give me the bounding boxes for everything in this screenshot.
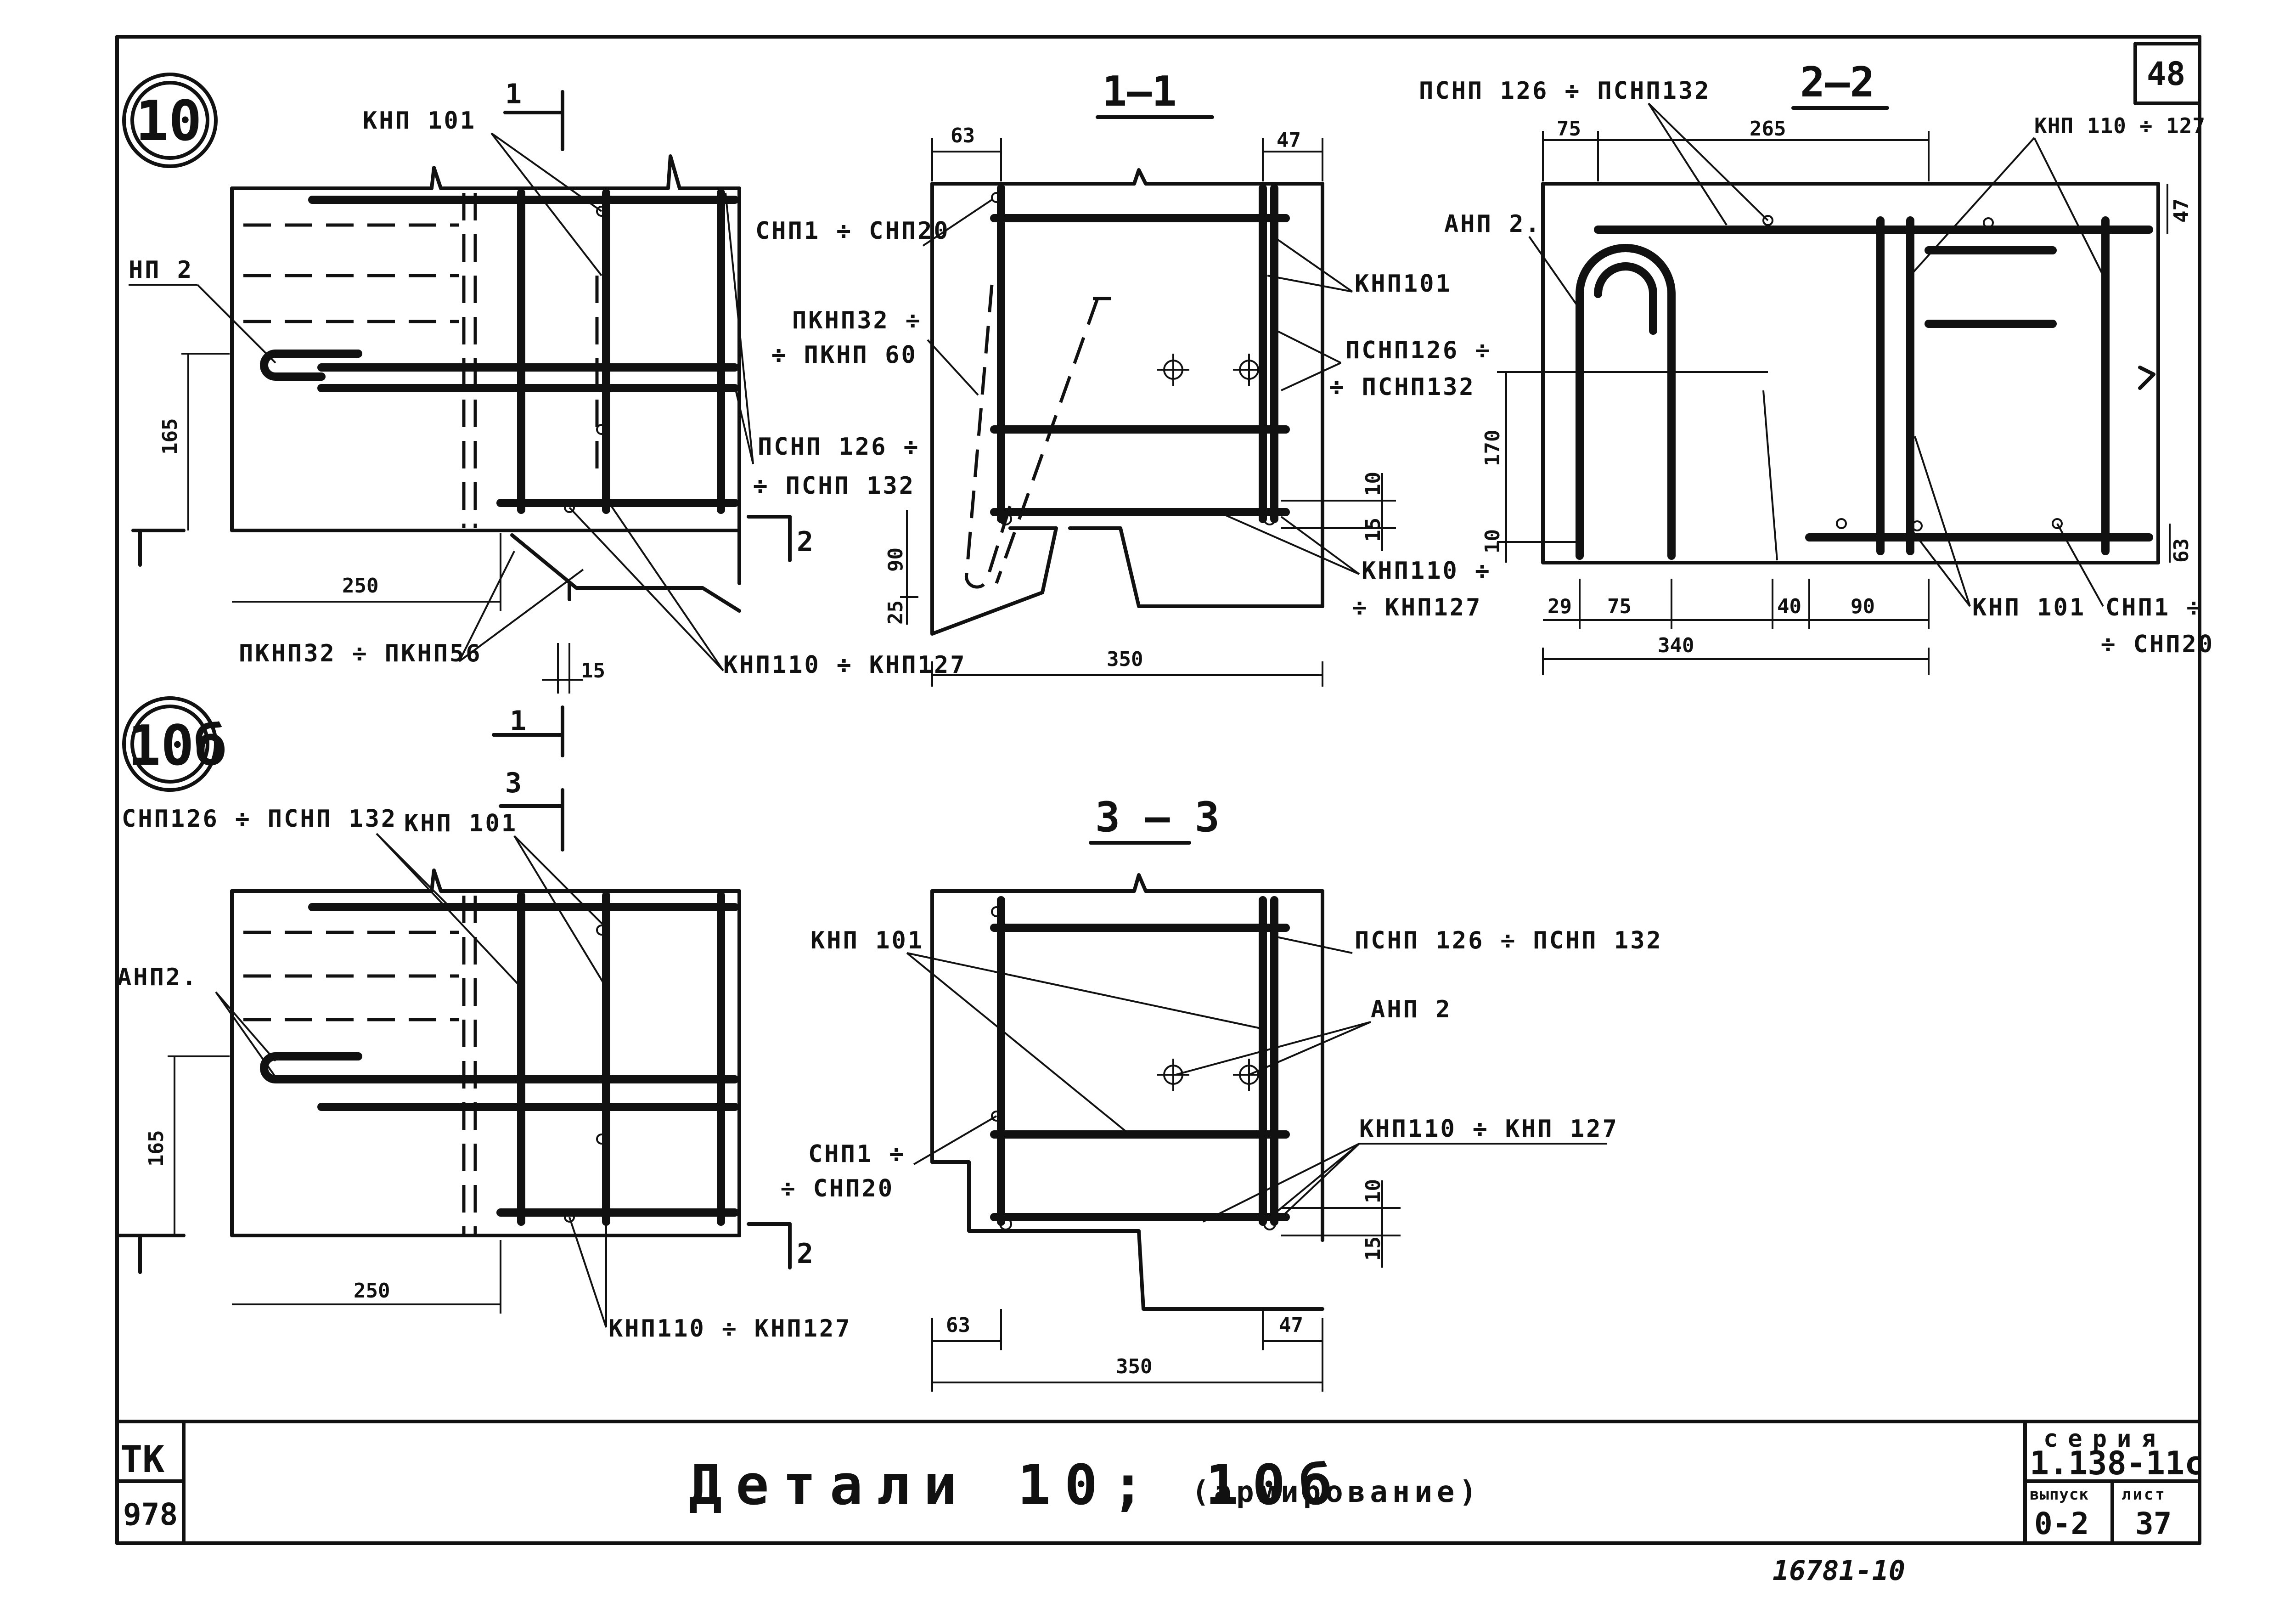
section-1-1-label-psnp: ПСНП126 ÷ [1345, 337, 1491, 364]
section-2-2-dim-63: 63 [2170, 538, 2193, 563]
detail-10b-dim-250: 250 [354, 1279, 390, 1303]
section-1-1-label-knp110: КНП110 ÷ [1362, 557, 1491, 585]
section-1-1-label-snp: СНП1 ÷ СНП20 [755, 217, 950, 245]
section-1-1-dim-25: 25 [884, 600, 907, 625]
section-1-1-dim-47: 47 [1277, 129, 1301, 152]
section-2-2-dim-29: 29 [1548, 595, 1572, 618]
detail-10b-section-ref-2: 2 [797, 1238, 813, 1270]
section-1-1-dim-63: 63 [951, 124, 975, 147]
section-2-2-dim-340: 340 [1658, 634, 1694, 657]
detail-10b-label-knp101: КНП 101 [404, 810, 518, 837]
detail-10b-section-ref-1: 1 [510, 705, 526, 737]
section-2-2-label-snp: СНП1 ÷ [2105, 594, 2203, 621]
section-1-1-dim-15: 15 [1362, 518, 1385, 542]
section-3-3-label-anp2: АНП 2 [1371, 996, 1452, 1023]
section-2-2-dim-40: 40 [1777, 595, 1801, 618]
detail-10-section-ref-1: 1 [505, 78, 522, 110]
detail-10-label-anp2: НП 2 [129, 256, 193, 284]
section-3-3-dim-63: 63 [946, 1314, 970, 1337]
section-3-3-label-knp110: КНП110 ÷ КНП 127 [1359, 1115, 1619, 1143]
section-1-1: 1—1 СНП1 ÷ СНП20 ПКНП32 ÷ ÷ ПКНП 60 КНП1… [755, 68, 1491, 687]
section-2-2: 2—2 ПСНП 126 ÷ ПСНП132 КНП 110 ÷ 127 АНП… [1419, 58, 2214, 675]
seriya-value: 1.138-11с [2030, 1444, 2204, 1482]
org-code: ТК [120, 1438, 164, 1481]
bottom-note: 16781-10 [1773, 1555, 1905, 1587]
detail-10b-label-psnp: СНП126 ÷ ПСНП 132 [122, 805, 397, 833]
detail-10-label-psnp: ПСНП 126 ÷ [758, 433, 920, 461]
detail-10b-label-anp2: АНП2. [117, 964, 198, 991]
section-1-1-dim-350: 350 [1107, 648, 1143, 671]
detail-10-marker: 10 [135, 90, 202, 153]
section-3-3-label-knp101: КНП 101 [810, 927, 924, 954]
detail-10-dim-15: 15 [581, 659, 605, 683]
section-1-1-label-psnp-cont: ÷ ПСНП132 [1329, 373, 1475, 401]
detail-10-label-knp101: КНП 101 [363, 107, 476, 135]
org-number: 978 [123, 1497, 178, 1532]
section-2-2-dim-75: 75 [1557, 117, 1581, 141]
vypusk-value: 0-2 [2034, 1506, 2089, 1541]
section-3-3: 3 — 3 КНП 101 ПСНП 126 ÷ ПСНП 132 АНП 2 … [781, 793, 1663, 1392]
drawing-title: Детали 10; 10б [689, 1454, 1346, 1517]
section-2-2-dim-47: 47 [2170, 198, 2193, 223]
section-3-3-dim-15: 15 [1362, 1236, 1385, 1261]
section-3-3-label-snp-cont: ÷ СНП20 [781, 1175, 894, 1202]
section-3-3-label-snp: СНП1 ÷ [808, 1140, 906, 1168]
title-block: ТК 978 Детали 10; 10б (армирование) сери… [115, 1420, 2204, 1545]
section-3-3-dim-350: 350 [1116, 1355, 1152, 1378]
section-1-1-label-pknp: ПКНП32 ÷ [792, 307, 922, 334]
sheet-frame: 48 [115, 35, 2201, 1545]
section-3-3-label-psnp: ПСНП 126 ÷ ПСНП 132 [1355, 927, 1663, 954]
detail-10-label-psnp-cont: ÷ ПСНП 132 [753, 472, 915, 500]
section-3-3-title: 3 — 3 [1095, 793, 1220, 841]
section-1-1-dim-10: 10 [1362, 472, 1385, 496]
section-2-2-label-knp110: КНП 110 ÷ 127 [2034, 113, 2206, 138]
section-2-2-label-psnp: ПСНП 126 ÷ ПСНП132 [1419, 77, 1711, 105]
detail-10b-label-knp110: КНП110 ÷ КНП127 [608, 1315, 852, 1343]
vypusk-label: выпуск [2030, 1485, 2089, 1504]
section-2-2-label-knp101: КНП 101 [1972, 594, 2086, 621]
list-value: 37 [2135, 1506, 2172, 1541]
detail-10-label-pknp: ПКНП32 ÷ ПКНП56 [239, 640, 482, 667]
section-1-1-dim-90: 90 [884, 547, 907, 572]
detail-10b-section-ref-3: 3 [505, 767, 522, 799]
section-1-1-label-pknp-cont: ÷ ПКНП 60 [771, 341, 917, 369]
section-3-3-dim-10: 10 [1362, 1179, 1385, 1203]
section-1-1-label-knp101: КНП101 [1355, 270, 1452, 298]
section-3-3-dim-47: 47 [1279, 1314, 1303, 1337]
detail-10b-dim-165: 165 [145, 1130, 168, 1167]
section-1-1-label-knp110-cont: ÷ КНП127 [1352, 594, 1482, 621]
detail-10-section-ref-2: 2 [797, 526, 813, 558]
list-label: лист [2122, 1485, 2167, 1504]
section-2-2-dim-265: 265 [1750, 117, 1786, 141]
detail-10-dim-250: 250 [342, 574, 378, 598]
seriya-label: серия [2043, 1425, 2166, 1453]
section-2-2-title: 2—2 [1800, 58, 1875, 107]
section-2-2-label-snp-cont: ÷ СНП20 [2101, 631, 2214, 658]
detail-10b: 10б 1 3 СНП126 ÷ ПСНП 132 КНП 101 А [115, 696, 852, 1343]
section-2-2-dim-90: 90 [1851, 595, 1875, 618]
detail-10-dim-165: 165 [158, 418, 182, 455]
section-1-1-title: 1—1 [1102, 68, 1177, 116]
section-2-2-label-anp2: АНП 2. [1444, 210, 1542, 238]
detail-10-label-knp110: КНП110 ÷ КНП127 [723, 651, 967, 679]
detail-10: 10 1 КНП 101 [122, 73, 967, 694]
drawing-title-note: (армирование) [1192, 1475, 1481, 1509]
section-2-2-dim-75b: 75 [1607, 595, 1632, 618]
sheet-corner-number: 48 [2147, 55, 2185, 93]
detail-10b-marker: 10б [128, 714, 227, 778]
section-2-2-dim-170: 170 [1481, 430, 1504, 466]
